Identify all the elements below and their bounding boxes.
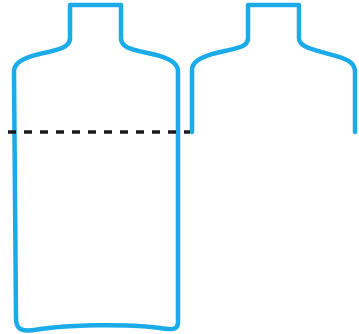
partial-bottle-outline: [192, 5, 355, 132]
full-bottle-outline: [14, 5, 178, 331]
